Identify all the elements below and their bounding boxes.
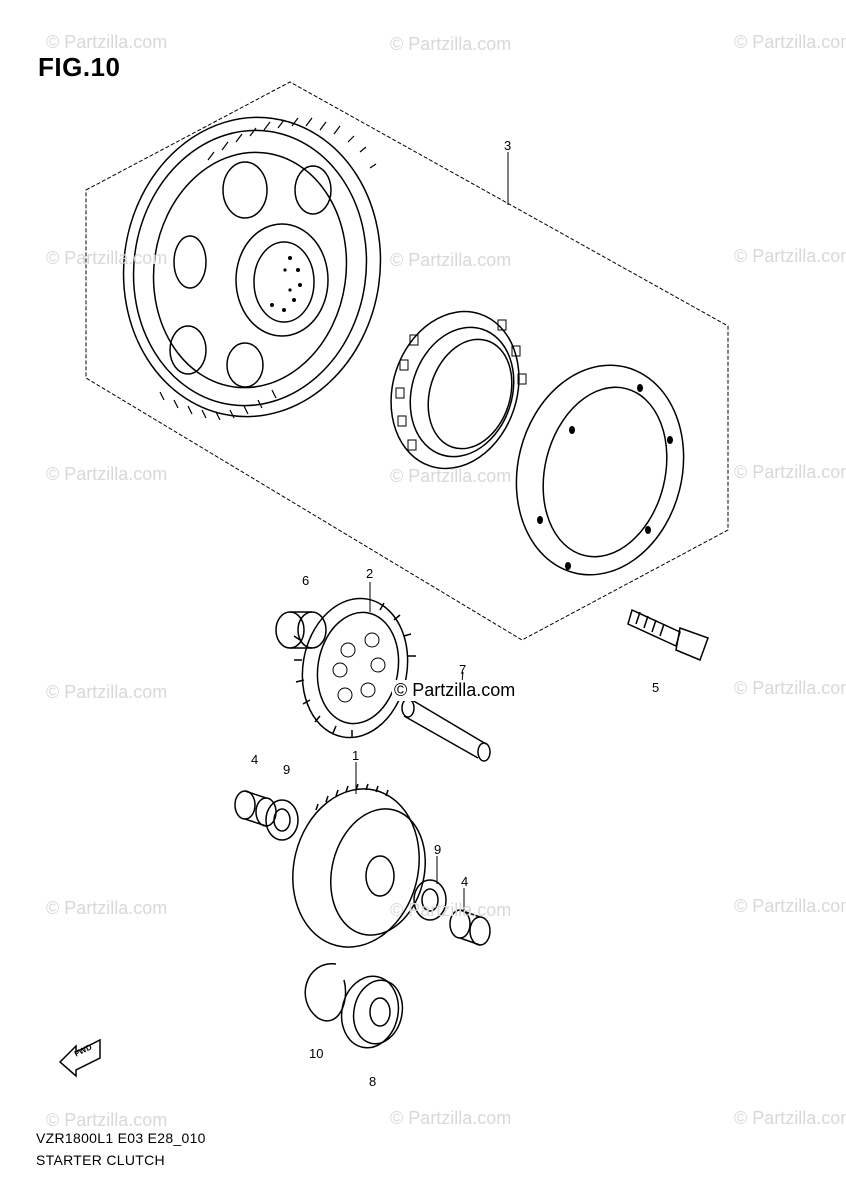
center-watermark: © Partzilla.com <box>392 680 518 701</box>
watermark: © Partzilla.com <box>46 1110 168 1130</box>
callout-9-right: 9 <box>434 842 442 857</box>
clutch-washer-left <box>265 799 299 841</box>
fwd-arrow-icon <box>58 1038 101 1078</box>
callout-7: 7 <box>459 662 467 677</box>
starter-idle-gear <box>293 597 416 739</box>
watermark: © Partzilla.com <box>734 32 846 52</box>
callout-10: 10 <box>309 1046 324 1061</box>
watermark: © Partzilla.com <box>46 248 168 268</box>
watermark: © Partzilla.com <box>46 682 168 702</box>
clutch-guide-plate <box>515 364 685 576</box>
watermark: © Partzilla.com <box>390 900 512 920</box>
callout-4-left: 4 <box>251 752 259 767</box>
watermark: © Partzilla.com <box>390 466 512 486</box>
watermark: © Partzilla.com <box>390 34 512 54</box>
starter-clutch-gear-assembly <box>122 116 382 421</box>
figure-title: FIG.10 <box>38 52 121 82</box>
idle-gear-shaft <box>401 698 491 762</box>
watermark: © Partzilla.com <box>390 250 512 270</box>
watermark: © Partzilla.com <box>46 32 168 52</box>
callout-3: 3 <box>504 138 512 153</box>
watermark: © Partzilla.com <box>390 1108 512 1128</box>
watermark: © Partzilla.com <box>734 246 846 266</box>
clutch-washer-right <box>413 879 447 921</box>
model-code: VZR1800L1 E03 E28_010 <box>36 1130 206 1146</box>
starter-clutch-gear <box>292 783 426 948</box>
assembly-frame <box>85 81 729 641</box>
callout-1: 1 <box>352 748 360 763</box>
callout-9-left: 9 <box>283 762 291 777</box>
ball-bearing <box>340 975 404 1049</box>
watermark: © Partzilla.com <box>46 898 168 918</box>
watermark: © Partzilla.com <box>734 1108 846 1128</box>
callout-6: 6 <box>302 573 310 588</box>
clutch-bushing-right <box>449 909 491 946</box>
callout-4-right: 4 <box>461 874 469 889</box>
idle-gear-bushing <box>275 611 327 649</box>
watermark: © Partzilla.com <box>734 462 846 482</box>
clutch-bolt <box>627 608 709 661</box>
clutch-bushing-left <box>234 790 277 827</box>
callout-5: 5 <box>652 680 660 695</box>
watermark: © Partzilla.com <box>46 464 168 484</box>
leader-lines <box>355 582 465 910</box>
circlip <box>304 963 347 1022</box>
watermark: © Partzilla.com <box>734 896 846 916</box>
watermark: © Partzilla.com <box>734 678 846 698</box>
callout-2: 2 <box>366 566 374 581</box>
one-way-clutch <box>390 310 527 470</box>
callout-8: 8 <box>369 1074 377 1089</box>
section-name: STARTER CLUTCH <box>36 1152 165 1168</box>
